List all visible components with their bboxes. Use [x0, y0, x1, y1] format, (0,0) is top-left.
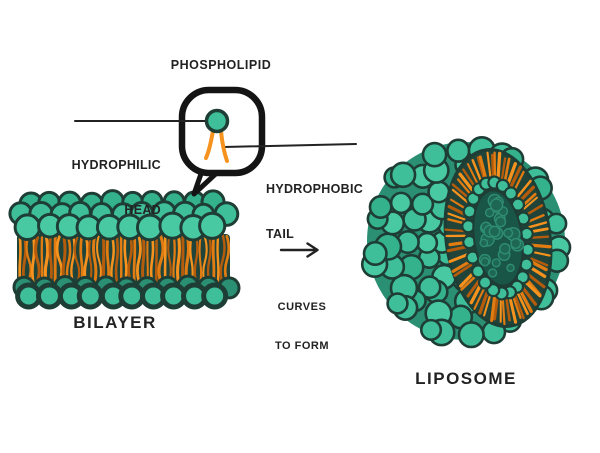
phospholipid-tail-left [204, 129, 215, 160]
phospholipid-label: PHOSPHOLIPID [170, 58, 272, 72]
hydrophobic-tail-label-line1: HYDROPHOBIC [266, 182, 364, 196]
bilayer-label: BILAYER [73, 313, 157, 332]
hydrophilic-head-label-line2: HEAD [124, 203, 161, 217]
bilayer-illustration [8, 189, 241, 310]
curves-to-form-caption-line1: CURVES [277, 301, 327, 313]
hydrophilic-head-label: HYDROPHILIC HEAD [40, 128, 161, 248]
phospholipid-tail-right [219, 129, 229, 163]
curves-to-form-caption: CURVES TO FORM [252, 275, 352, 379]
phospholipid-head [204, 108, 230, 134]
arrow-right-icon [279, 242, 319, 258]
liposome-cutaway [443, 148, 553, 328]
curves-to-form-caption-line2: TO FORM [274, 340, 329, 352]
phospholipid-callout [74, 86, 357, 197]
hydrophobic-tail-label: HYDROPHOBIC TAIL [266, 152, 396, 272]
liposome-label: LIPOSOME [415, 369, 517, 388]
liposome-illustration [360, 136, 572, 349]
hydrophilic-head-label-line1: HYDROPHILIC [71, 158, 161, 172]
hydrophobic-tail-label-line2: TAIL [266, 227, 295, 241]
hydrophobic-lead-line [223, 143, 357, 148]
